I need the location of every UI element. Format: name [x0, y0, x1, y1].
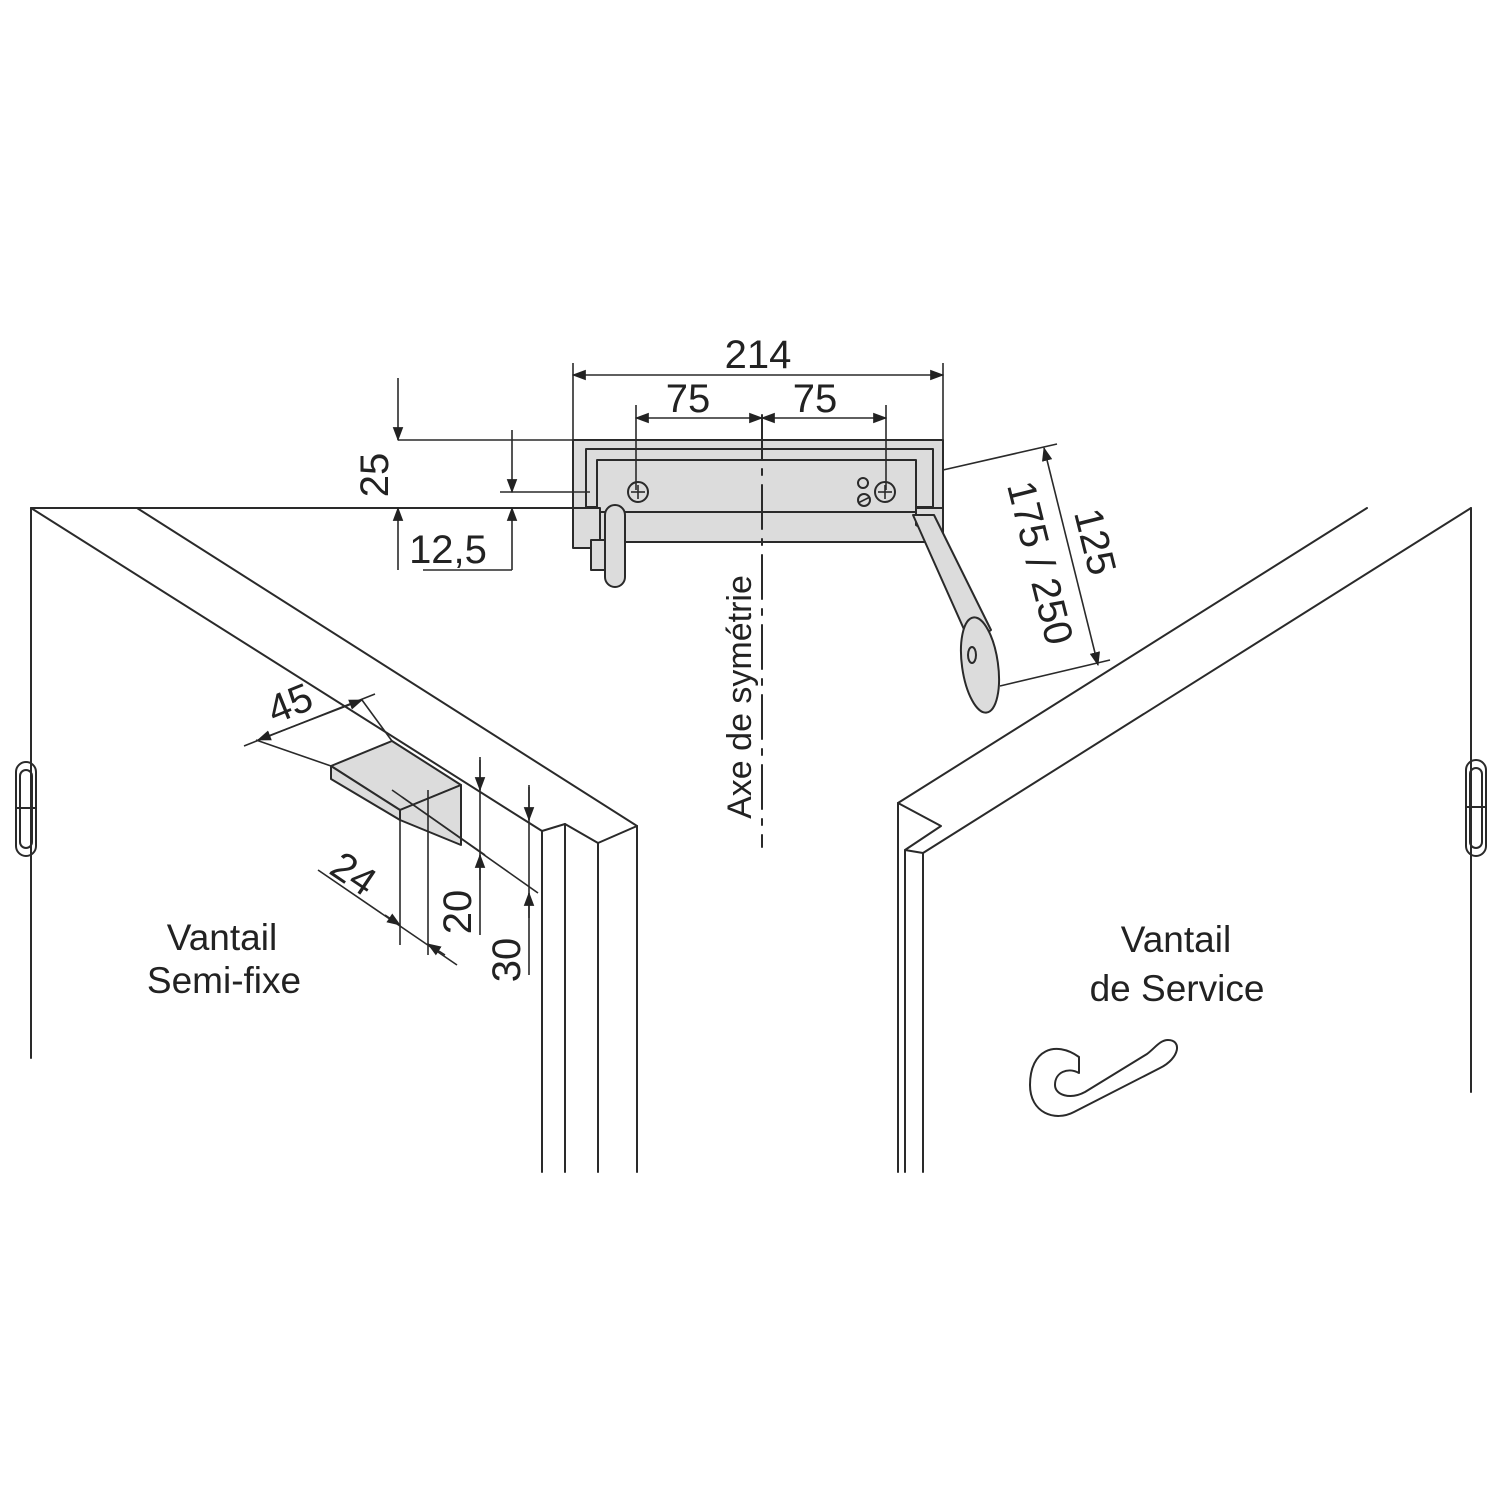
dim-bracket-depth: 24	[323, 844, 384, 905]
dim-overall-length: 214	[725, 333, 792, 377]
right-door-leaf	[897, 507, 1472, 1173]
dim-left-half: 75	[666, 377, 711, 421]
dim-offset: 12,5	[409, 528, 487, 572]
left-hinge-icon	[15, 761, 37, 857]
dim-height: 25	[353, 453, 397, 498]
dim-bracket-height-outer: 30	[485, 938, 529, 983]
dim-bracket-height-inner: 20	[436, 890, 480, 935]
right-leaf-label-line1: Vantail	[1121, 919, 1231, 960]
adjustment-screw-icon	[857, 477, 871, 507]
door-closer-body	[572, 439, 944, 588]
dimension-lines	[243, 363, 1111, 975]
screw-hole-right-icon	[874, 481, 896, 503]
door-handle-icon	[1029, 1039, 1178, 1117]
left-door-leaf	[30, 507, 638, 1173]
left-leaf-label-line2: Semi-fixe	[147, 960, 301, 1001]
dim-arm-length: 175 / 250	[998, 477, 1081, 650]
closer-arm	[912, 514, 1001, 714]
right-leaf-label-line2: de Service	[1090, 968, 1265, 1009]
right-hinge-icon	[1465, 759, 1487, 857]
symmetry-axis-label: Axe de symétrie	[721, 575, 759, 819]
screw-hole-left-icon	[627, 481, 649, 503]
dim-right-half: 75	[793, 377, 838, 421]
left-leaf-label-line1: Vantail	[167, 917, 277, 958]
